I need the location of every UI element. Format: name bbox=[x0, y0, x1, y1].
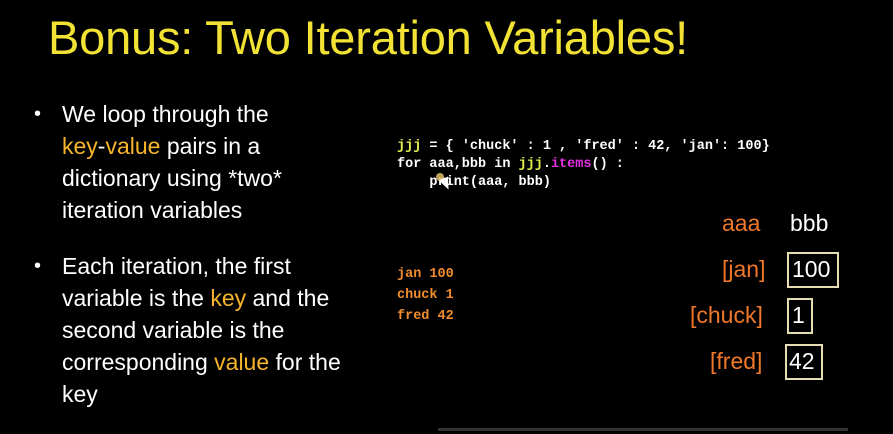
bullet-dot: • bbox=[34, 255, 42, 277]
table-row-key: [jan] bbox=[722, 256, 766, 282]
bullet-list: • We loop through the key-value pairs in… bbox=[30, 98, 360, 410]
table-header-value: bbb bbox=[790, 210, 829, 236]
bullet-item-2: • Each iteration, the first variable is … bbox=[30, 250, 360, 410]
code-items-method: items bbox=[550, 157, 592, 172]
bullet-item-1: • We loop through the key-value pairs in… bbox=[30, 98, 360, 226]
value-box bbox=[787, 252, 839, 288]
code-call-end: () : bbox=[591, 157, 624, 172]
program-output: jan 100 chuck 1 fred 42 bbox=[397, 264, 454, 327]
value-box bbox=[787, 298, 813, 334]
table-row-key: [chuck] bbox=[690, 302, 763, 328]
bullet-2-value-word: value bbox=[214, 349, 270, 375]
bullet-1-value-word: value bbox=[105, 133, 161, 159]
bullet-2-text-end: for the key bbox=[62, 349, 341, 407]
table-row-key: [fred] bbox=[710, 348, 763, 374]
code-block: jjj = { 'chuck' : 1 , 'fred' : 42, 'jan'… bbox=[397, 138, 770, 192]
table-row-value: 42 bbox=[789, 348, 815, 374]
pointer-highlight bbox=[436, 173, 444, 181]
bullet-1-dash: - bbox=[97, 133, 106, 159]
code-for-keyword: for bbox=[397, 157, 430, 172]
output-line: fred 42 bbox=[397, 309, 454, 324]
divider bbox=[438, 428, 848, 431]
value-box bbox=[785, 344, 823, 380]
bullet-2-text-start: Each iteration, the first variable is th… bbox=[62, 253, 291, 311]
code-loop-vars: aaa,bbb in bbox=[429, 157, 519, 172]
table-header-key: aaa bbox=[722, 210, 761, 236]
bullet-1-key-word: key bbox=[62, 133, 98, 159]
bullet-dot: • bbox=[34, 103, 42, 125]
output-line: chuck 1 bbox=[397, 288, 454, 303]
code-dict-literal: = { 'chuck' : 1 , 'fred' : 42, 'jan': 10… bbox=[421, 139, 770, 154]
code-dot: . bbox=[542, 157, 551, 172]
slide-title: Bonus: Two Iteration Variables! bbox=[48, 11, 688, 64]
code-line-3: print(aaa, bbb) bbox=[397, 175, 551, 190]
bullet-2-key-word: key bbox=[210, 285, 247, 311]
bullet-2-text-mid: and the second variable is the correspon… bbox=[62, 285, 330, 375]
code-dict-var: jjj bbox=[397, 139, 422, 154]
code-line-2: for aaa,bbb in jjj.items() : bbox=[397, 156, 770, 174]
code-dict-ref: jjj bbox=[518, 157, 543, 172]
bullet-1-text-start: We loop through the bbox=[62, 101, 269, 127]
output-line: jan 100 bbox=[397, 267, 454, 282]
table-row-value: 1 bbox=[792, 302, 805, 328]
table-row-value: 100 bbox=[792, 256, 831, 282]
code-line-1: jjj = { 'chuck' : 1 , 'fred' : 42, 'jan'… bbox=[397, 138, 770, 156]
bullet-1-text-end: pairs in a dictionary using *two* iterat… bbox=[62, 133, 282, 223]
